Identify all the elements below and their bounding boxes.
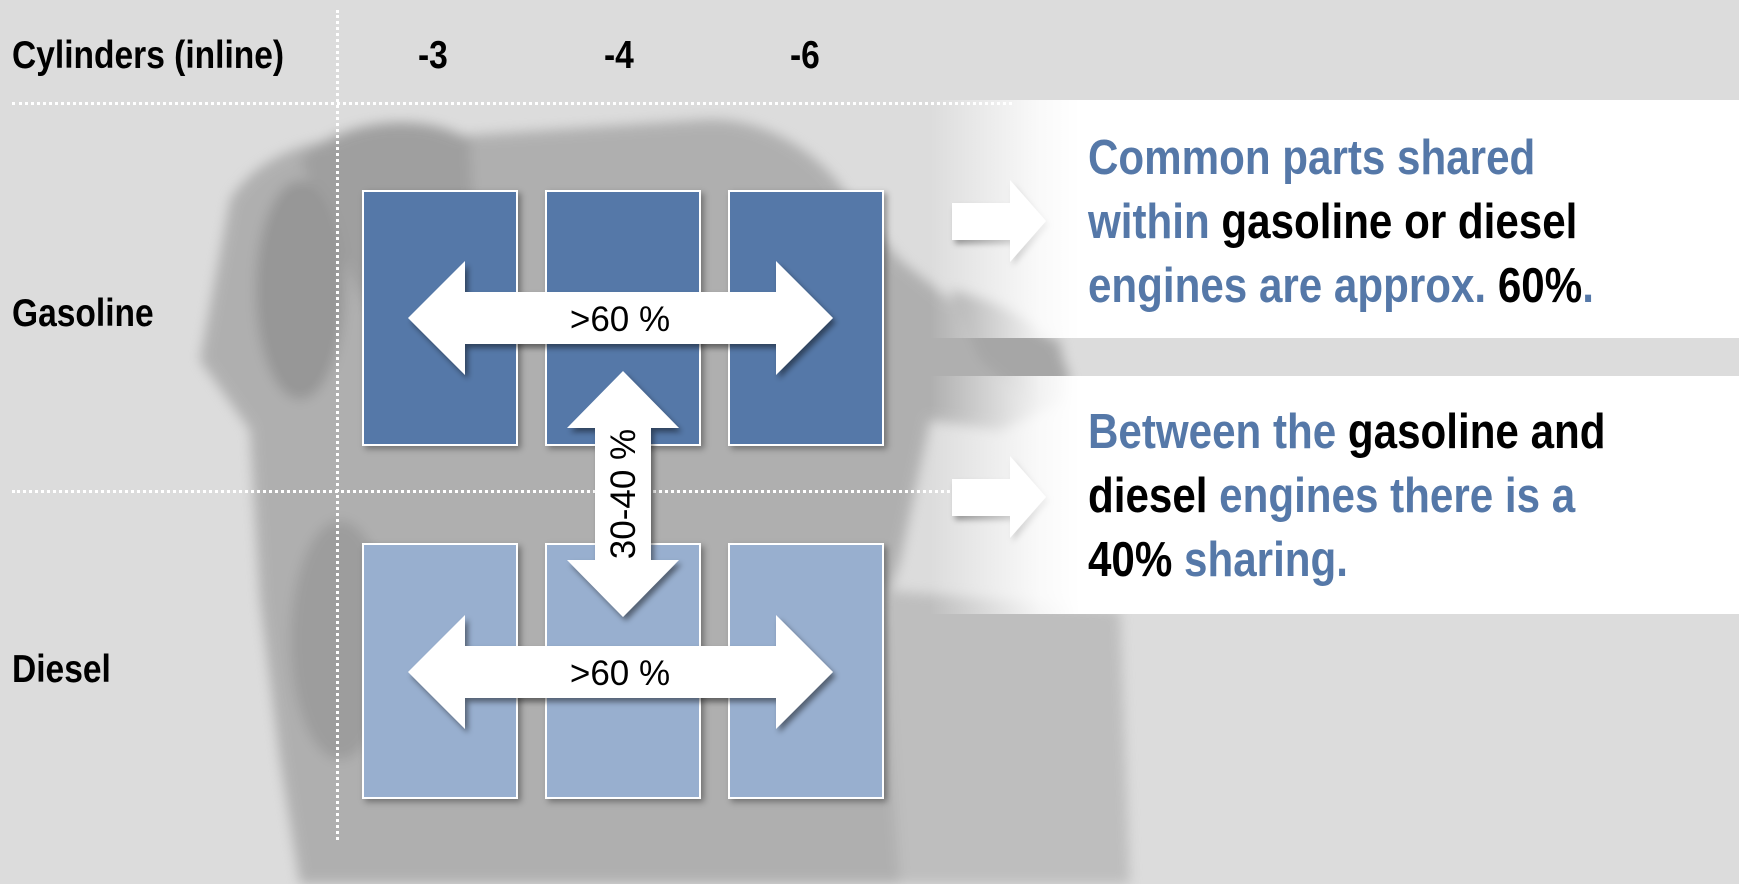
callout-1-seg-0: Common parts shared within <box>1088 131 1536 249</box>
row-label-gasoline: Gasoline <box>12 292 154 335</box>
gasoline-double-arrow <box>408 261 833 375</box>
callout-1-seg-4: . <box>1582 259 1594 313</box>
diesel-double-arrow <box>408 615 833 729</box>
cross-fuel-double-arrow <box>567 371 679 617</box>
callout-1-seg-3: 60% <box>1497 259 1583 313</box>
row-label-diesel: Diesel <box>12 648 111 691</box>
callout-panel-between-sharing <box>930 376 1739 614</box>
callout-2-seg-2: engines there is a <box>1207 469 1576 523</box>
column-label-6-cylinder: -6 <box>790 34 820 77</box>
callout-text-common-parts: Common parts shared within gasoline or d… <box>1088 126 1647 318</box>
column-label-4-cylinder: -4 <box>604 34 634 77</box>
diesel-share-label: >60 % <box>570 654 670 693</box>
callout-2-seg-1: gasoline and diesel <box>1088 405 1606 523</box>
header-divider-line <box>12 102 1012 105</box>
callout-2-seg-0: Between the <box>1088 405 1348 459</box>
callout-1-seg-2: engines are approx. <box>1088 259 1498 313</box>
cylinders-header-label: Cylinders (inline) <box>12 34 285 77</box>
callout-text-between-sharing: Between the gasoline and diesel engines … <box>1088 400 1647 592</box>
column-label-3-cylinder: -3 <box>418 34 448 77</box>
gasoline-share-label: >60 % <box>570 300 670 339</box>
callout-1-seg-1: gasoline or diesel <box>1221 195 1578 249</box>
callout-2-seg-3: 40% <box>1088 533 1173 587</box>
callout-panel-common-parts <box>930 100 1739 338</box>
row-divider-line <box>12 490 962 493</box>
label-column-divider <box>336 10 339 840</box>
callout-2-seg-4: sharing. <box>1172 533 1348 587</box>
cross-share-label: 30-40 % <box>604 429 643 559</box>
